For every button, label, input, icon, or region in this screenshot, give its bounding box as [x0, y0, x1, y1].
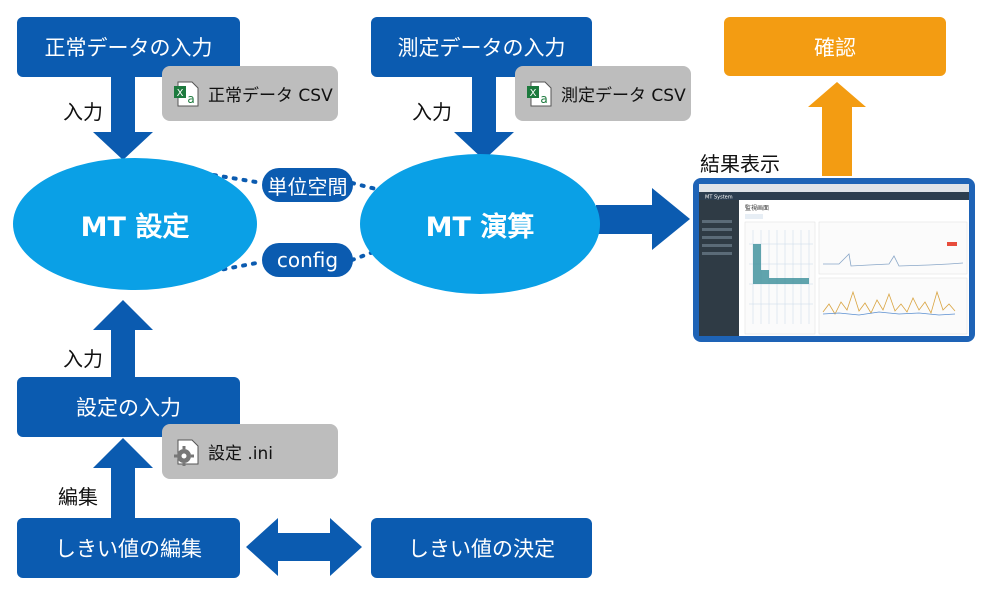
- normal-csv-file: X a 正常データ CSV: [162, 66, 338, 121]
- settings-ini-file: 設定 .ini: [162, 424, 338, 479]
- threshold-decide-box[interactable]: しきい値の決定: [371, 518, 592, 578]
- mt-settings-ellipse[interactable]: MT 設定: [13, 190, 257, 258]
- svg-text:a: a: [187, 92, 194, 106]
- ellipse-mt-settings-shape: [13, 158, 257, 290]
- arrow-down-normal: [93, 77, 153, 160]
- threshold-edit-label: しきい値の編集: [55, 537, 202, 561]
- svg-text:X: X: [177, 88, 184, 99]
- arrow-right-result: [596, 188, 690, 250]
- unit-space-pill: 単位空間: [262, 168, 353, 202]
- confirm-label: 確認: [814, 35, 856, 60]
- input-label-top-middle: 入力: [412, 100, 452, 124]
- arrow-up-confirm: [808, 82, 866, 176]
- measure-data-input-label: 測定データの入力: [397, 36, 566, 60]
- screen-app-title: MT System: [705, 195, 733, 201]
- arrow-up-edit: [93, 438, 153, 518]
- gear-file-icon: [174, 439, 199, 466]
- mt-settings-label: MT 設定: [80, 211, 190, 243]
- mt-calc-ellipse[interactable]: MT 演算: [360, 190, 600, 258]
- normal-data-input-box[interactable]: 正常データの入力: [17, 17, 240, 77]
- unit-space-label: 単位空間: [267, 174, 348, 199]
- input-label-top-left: 入力: [63, 100, 103, 124]
- normal-csv-label: 正常データ CSV: [208, 86, 333, 106]
- mt-calc-label: MT 演算: [425, 211, 535, 243]
- measure-csv-file: X a 測定データ CSV: [515, 66, 691, 121]
- normal-data-input-label: 正常データの入力: [44, 36, 213, 60]
- result-screen-mock: MT System 監視画面: [699, 184, 969, 336]
- result-screen-thumbnail: MT System 監視画面: [693, 178, 975, 342]
- arrow-double-threshold: [246, 518, 362, 576]
- screen-page-title: 監視画面: [745, 204, 769, 212]
- input-label-left-middle: 入力: [63, 347, 103, 371]
- settings-ini-label: 設定 .ini: [208, 444, 274, 464]
- threshold-edit-box[interactable]: しきい値の編集: [17, 518, 240, 578]
- svg-text:X: X: [530, 88, 537, 99]
- result-display-label: 結果表示: [700, 152, 780, 176]
- arrow-up-settings: [93, 300, 153, 377]
- excel-file-icon: X a: [527, 81, 552, 106]
- ellipse-mt-calc-shape: [360, 154, 600, 294]
- svg-text:a: a: [540, 92, 547, 106]
- edit-label: 編集: [58, 485, 98, 509]
- excel-file-icon: X a: [174, 81, 199, 106]
- settings-input-label: 設定の入力: [76, 396, 181, 420]
- threshold-decide-label: しきい値の決定: [408, 537, 555, 561]
- config-pill: config: [262, 243, 353, 277]
- confirm-box[interactable]: 確認: [724, 17, 946, 76]
- arrow-down-measure: [454, 77, 514, 160]
- config-label: config: [276, 248, 339, 272]
- measure-csv-label: 測定データ CSV: [561, 86, 686, 106]
